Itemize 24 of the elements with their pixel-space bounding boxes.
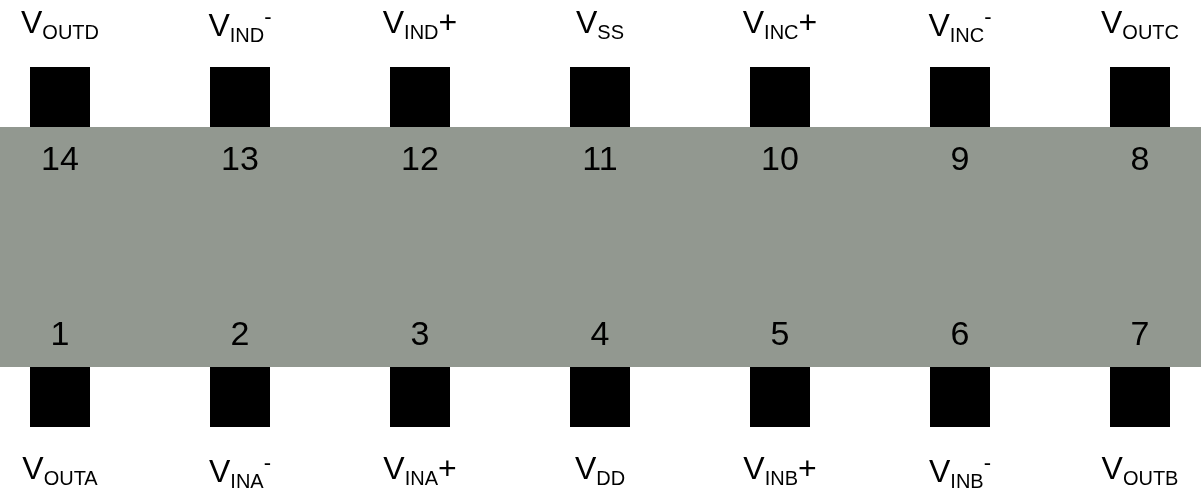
pin-name-label: V$_{INB}$+ xyxy=(743,452,817,488)
pin-number: 12 xyxy=(401,141,439,175)
pin-number: 7 xyxy=(1130,316,1150,350)
pin-name-label: V$_{OUTB}$ xyxy=(1101,452,1179,488)
pin-number: 13 xyxy=(221,141,259,175)
pin-number: 6 xyxy=(950,316,970,350)
pin-name-label: V$_{OUTD}$ xyxy=(21,6,99,42)
pin-name-label: V$_{DD}$ xyxy=(574,452,626,488)
pin-name-label: V$_{SS}$ xyxy=(576,6,624,42)
pin-name-label: V$_{IND}$+ xyxy=(382,6,458,42)
pin-number: 11 xyxy=(582,141,618,175)
pin-number: 5 xyxy=(770,316,790,350)
pin-name-label: V$_{OUTC}$ xyxy=(1101,6,1179,42)
pin-name-label: V$_{OUTA}$ xyxy=(22,452,98,488)
pin-number: 8 xyxy=(1130,141,1150,175)
pin-number: 2 xyxy=(230,316,250,350)
pin-number: 3 xyxy=(410,316,430,350)
pin-number: 4 xyxy=(590,316,610,350)
pin-number: 10 xyxy=(761,141,799,175)
pin-name-label: V$_{INC}$+ xyxy=(742,6,818,42)
pin-number: 9 xyxy=(950,141,970,175)
pin-number: 14 xyxy=(41,141,79,175)
pin-number: 1 xyxy=(50,316,70,350)
pin-name-label: V$_{INA}$+ xyxy=(383,452,457,488)
